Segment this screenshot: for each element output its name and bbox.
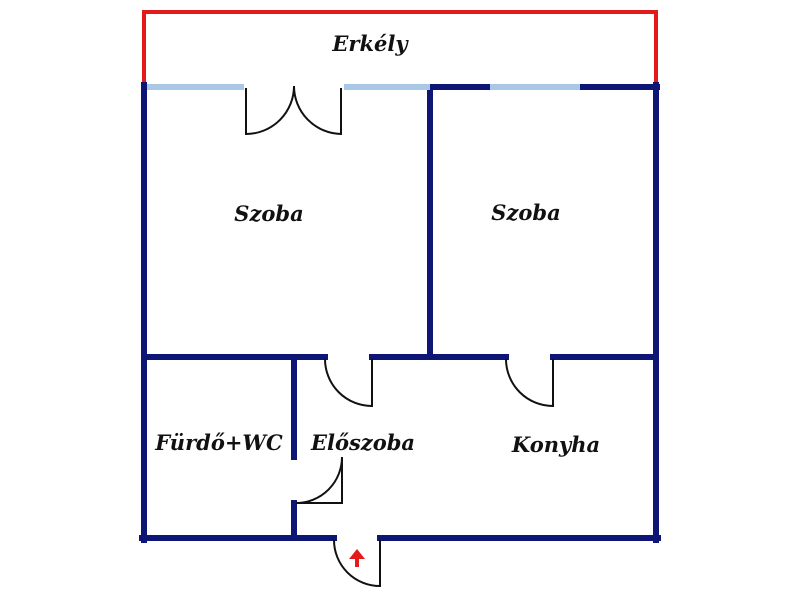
entrance-door bbox=[333, 539, 381, 588]
bathroom-door bbox=[295, 456, 343, 504]
up-arrow-icon bbox=[349, 549, 365, 567]
label-room-left: Szoba bbox=[234, 201, 303, 226]
balcony-door-right bbox=[293, 85, 342, 136]
walls bbox=[139, 82, 661, 543]
label-bathroom: Fürdő+WC bbox=[154, 430, 283, 455]
room-left-door bbox=[324, 358, 373, 408]
balcony-door-left bbox=[245, 85, 295, 136]
label-balcony: Erkély bbox=[331, 31, 409, 56]
room-right-door bbox=[505, 358, 554, 408]
balcony-railing bbox=[142, 10, 658, 88]
doors bbox=[245, 85, 554, 588]
label-kitchen: Konyha bbox=[511, 432, 600, 457]
entrance-arrow-head bbox=[349, 549, 365, 559]
label-hall: Előszoba bbox=[310, 430, 415, 455]
label-room-right: Szoba bbox=[491, 200, 560, 225]
room-labels: Erkély Szoba Szoba Fürdő+WC Előszoba Kon… bbox=[154, 31, 600, 457]
